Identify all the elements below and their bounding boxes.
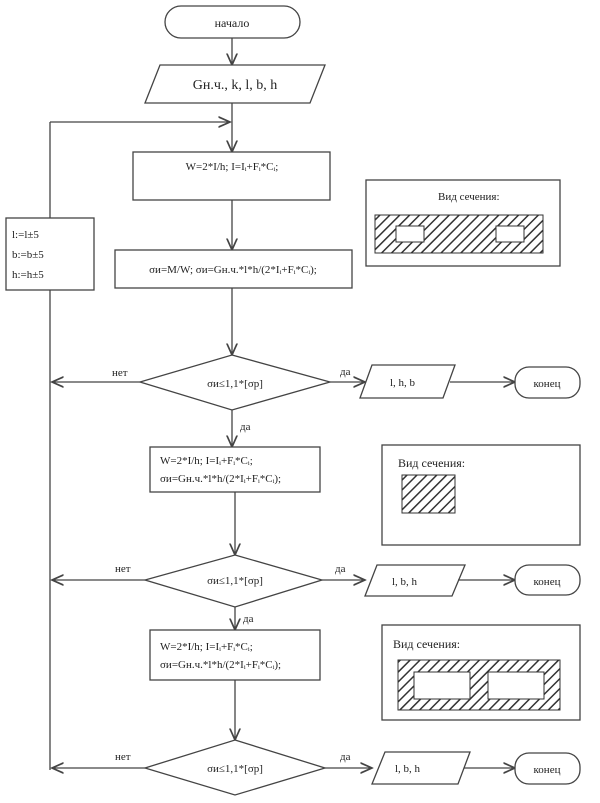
output-3 xyxy=(371,751,471,785)
output-3-label: l, b, h xyxy=(395,763,421,775)
end-3-label: конец xyxy=(534,764,561,776)
section-view-3: Вид сечения: xyxy=(381,624,581,721)
start-label: начало xyxy=(215,16,250,30)
loop-line-b: b:=b±5 xyxy=(12,249,44,261)
loop-box: l:=l±5 b:=b±5 h:=h±5 xyxy=(5,217,95,291)
decision-2: σи≤1,1*[σр] нет да l, b, h конец да xyxy=(52,554,581,625)
decision-3-yes: да xyxy=(340,751,351,763)
end-terminator-1 xyxy=(514,366,581,399)
decision-2-condition: σи≤1,1*[σр] xyxy=(207,575,263,587)
end-terminator-3 xyxy=(514,752,581,785)
block-4-line-1: W=2*I/h; I=Iᵢ+Fᵢ*Cᵢ; xyxy=(160,641,253,653)
section-3-title: Вид сечения: xyxy=(393,637,460,651)
output-2-label: l, b, h xyxy=(392,576,418,588)
decision-1-yes-down: да xyxy=(240,421,251,433)
end-2-label: конец xyxy=(534,576,561,588)
section-view-2: Вид сечения: xyxy=(381,444,581,546)
block-2-line: σи=M/W; σи=Gн.ч.*l*h/(2*Iᵢ+Fᵢ*Cᵢ); xyxy=(149,264,317,276)
process-block-3: W=2*I/h; I=Iᵢ+Fᵢ*Cᵢ; σи=Gн.ч.*l*h/(2*Iᵢ+… xyxy=(149,446,321,493)
output-1-label: l, h, b xyxy=(390,377,416,389)
input-parallelogram: Gн.ч., k, l, b, h xyxy=(144,64,326,104)
decision-2-yes: да xyxy=(335,563,346,575)
decision-3: σи≤1,1*[σр] нет да l, b, h конец xyxy=(52,739,581,796)
decision-2-yes-down: да xyxy=(243,613,254,625)
section-view-1: Вид сечения: xyxy=(365,179,561,267)
block-3-line-1: W=2*I/h; I=Iᵢ+Fᵢ*Cᵢ; xyxy=(160,455,253,467)
start-terminator: начало xyxy=(164,5,301,39)
section-2-title: Вид сечения: xyxy=(398,456,465,470)
process-block-2: σи=M/W; σи=Gн.ч.*l*h/(2*Iᵢ+Fᵢ*Cᵢ); xyxy=(114,249,353,289)
decision-1: σи≤1,1*[σр] нет да l, h, b конец да xyxy=(52,354,581,433)
section-1-title: Вид сечения: xyxy=(438,191,500,203)
loop-line-l: l:=l±5 xyxy=(12,229,39,241)
decision-1-yes: да xyxy=(340,366,351,378)
block-1-line: W=2*I/h; I=Iᵢ+Fᵢ*Cᵢ; xyxy=(186,161,279,173)
end-1-label: конец xyxy=(534,378,561,390)
section-2-shape xyxy=(401,474,456,514)
decision-1-condition: σи≤1,1*[σр] xyxy=(207,378,263,390)
input-label: Gн.ч., k, l, b, h xyxy=(193,78,278,93)
output-2 xyxy=(364,564,466,597)
process-block-4: W=2*I/h; I=Iᵢ+Fᵢ*Cᵢ; σи=Gн.ч.*l*h/(2*Iᵢ+… xyxy=(149,629,321,681)
decision-3-no: нет xyxy=(115,751,131,763)
process-block-1: W=2*I/h; I=Iᵢ+Fᵢ*Cᵢ; xyxy=(132,151,331,201)
loop-line-h: h:=h±5 xyxy=(12,269,44,281)
decision-3-condition: σи≤1,1*[σр] xyxy=(207,763,263,775)
block-4-line-2: σи=Gн.ч.*l*h/(2*Iᵢ+Fᵢ*Cᵢ); xyxy=(160,659,281,671)
end-terminator-2 xyxy=(514,564,581,596)
decision-1-no: нет xyxy=(112,367,128,379)
block-3-line-2: σи=Gн.ч.*l*h/(2*Iᵢ+Fᵢ*Cᵢ); xyxy=(160,473,281,485)
output-1 xyxy=(359,364,456,399)
decision-2-no: нет xyxy=(115,563,131,575)
